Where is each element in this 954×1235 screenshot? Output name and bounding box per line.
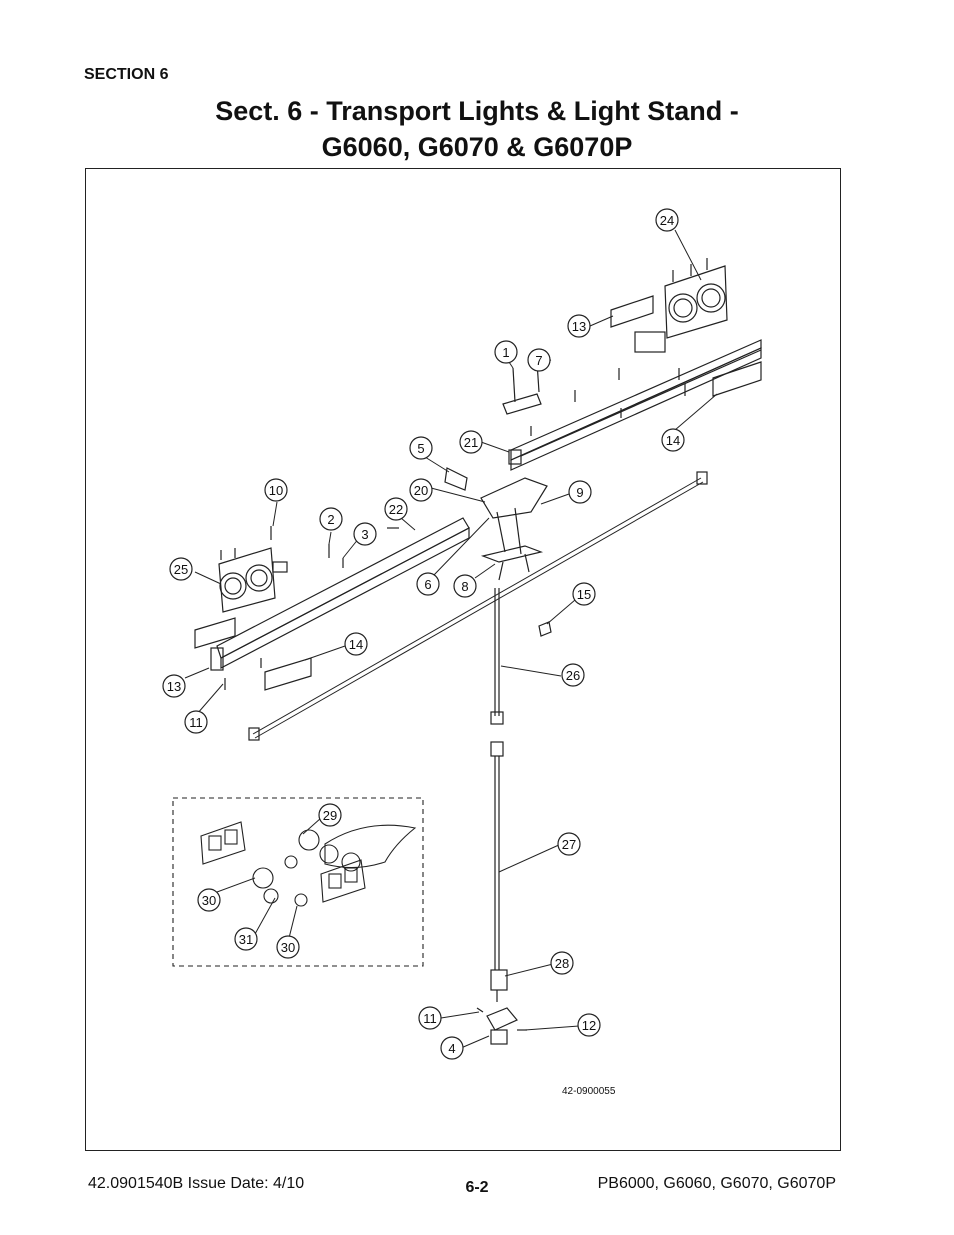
- bolts-left: [220, 526, 399, 690]
- decal-13-right: [610, 295, 654, 328]
- footer-models: PB6000, G6060, G6070, G6070P: [597, 1175, 836, 1192]
- clamp-plate: [444, 467, 468, 491]
- inset-detail: [172, 797, 424, 967]
- footer-page-number: 6-2: [465, 1179, 489, 1196]
- decal-14-left: [264, 657, 312, 691]
- callout-28: 28: [555, 956, 569, 971]
- callout-12: 12: [582, 1018, 596, 1033]
- callout-9: 9: [576, 485, 583, 500]
- exploded-parts-diagram: 24 13 1 7 21 14 5 20 9 10 2 22 3 25 6 8 …: [162, 208, 762, 1097]
- section-label: SECTION 6: [84, 66, 169, 83]
- light-housing-right: [634, 265, 728, 353]
- callout-14-right: 14: [666, 433, 680, 448]
- decal-14-right: [712, 361, 762, 397]
- callout-4: 4: [448, 1041, 455, 1056]
- bolts-upper: [530, 258, 708, 436]
- callout-10: 10: [269, 483, 283, 498]
- diagram-frame: [85, 168, 841, 1151]
- page-title-line-2: G6060, G6070 & G6070P: [321, 132, 633, 162]
- callout-30-a: 30: [202, 893, 216, 908]
- callout-25: 25: [174, 562, 188, 577]
- page-title-line-1: Sect. 6 - Transport Lights & Light Stand…: [215, 96, 739, 126]
- callout-3: 3: [361, 527, 368, 542]
- callout-14-left: 14: [349, 637, 363, 652]
- callout-11-lower: 11: [423, 1011, 437, 1026]
- callout-27: 27: [562, 837, 576, 852]
- callout-7: 7: [535, 353, 542, 368]
- callout-2: 2: [327, 512, 334, 527]
- mounting-plate: [502, 393, 542, 415]
- decal-13-left: [194, 617, 236, 649]
- mount-bracket: [476, 1007, 527, 1045]
- footer-doc-info: 42.0901540B Issue Date: 4/10: [88, 1175, 305, 1192]
- callout-30-b: 30: [281, 940, 295, 955]
- connector: [490, 969, 508, 1002]
- callout-31: 31: [239, 932, 253, 947]
- callout-26: 26: [566, 668, 580, 683]
- callout-15: 15: [577, 587, 591, 602]
- callout-13-left: 13: [167, 679, 181, 694]
- callout-5: 5: [417, 441, 424, 456]
- callout-8: 8: [461, 579, 468, 594]
- center-bracket: [480, 477, 548, 581]
- callout-20: 20: [414, 483, 428, 498]
- callout-24: 24: [660, 213, 674, 228]
- callout-22: 22: [389, 502, 403, 517]
- callout-11-upper: 11: [189, 715, 203, 730]
- callout-6: 6: [424, 577, 431, 592]
- callout-21: 21: [464, 435, 478, 450]
- light-bar-right: [508, 339, 762, 471]
- callout-1: 1: [502, 345, 509, 360]
- callout-29: 29: [323, 808, 337, 823]
- drawing-number: 42-0900055: [562, 1086, 616, 1097]
- extension-harness: [490, 741, 504, 970]
- light-housing-left: [218, 547, 288, 613]
- wire-harness: [248, 471, 708, 741]
- callout-13-right: 13: [572, 319, 586, 334]
- grommet: [538, 621, 552, 637]
